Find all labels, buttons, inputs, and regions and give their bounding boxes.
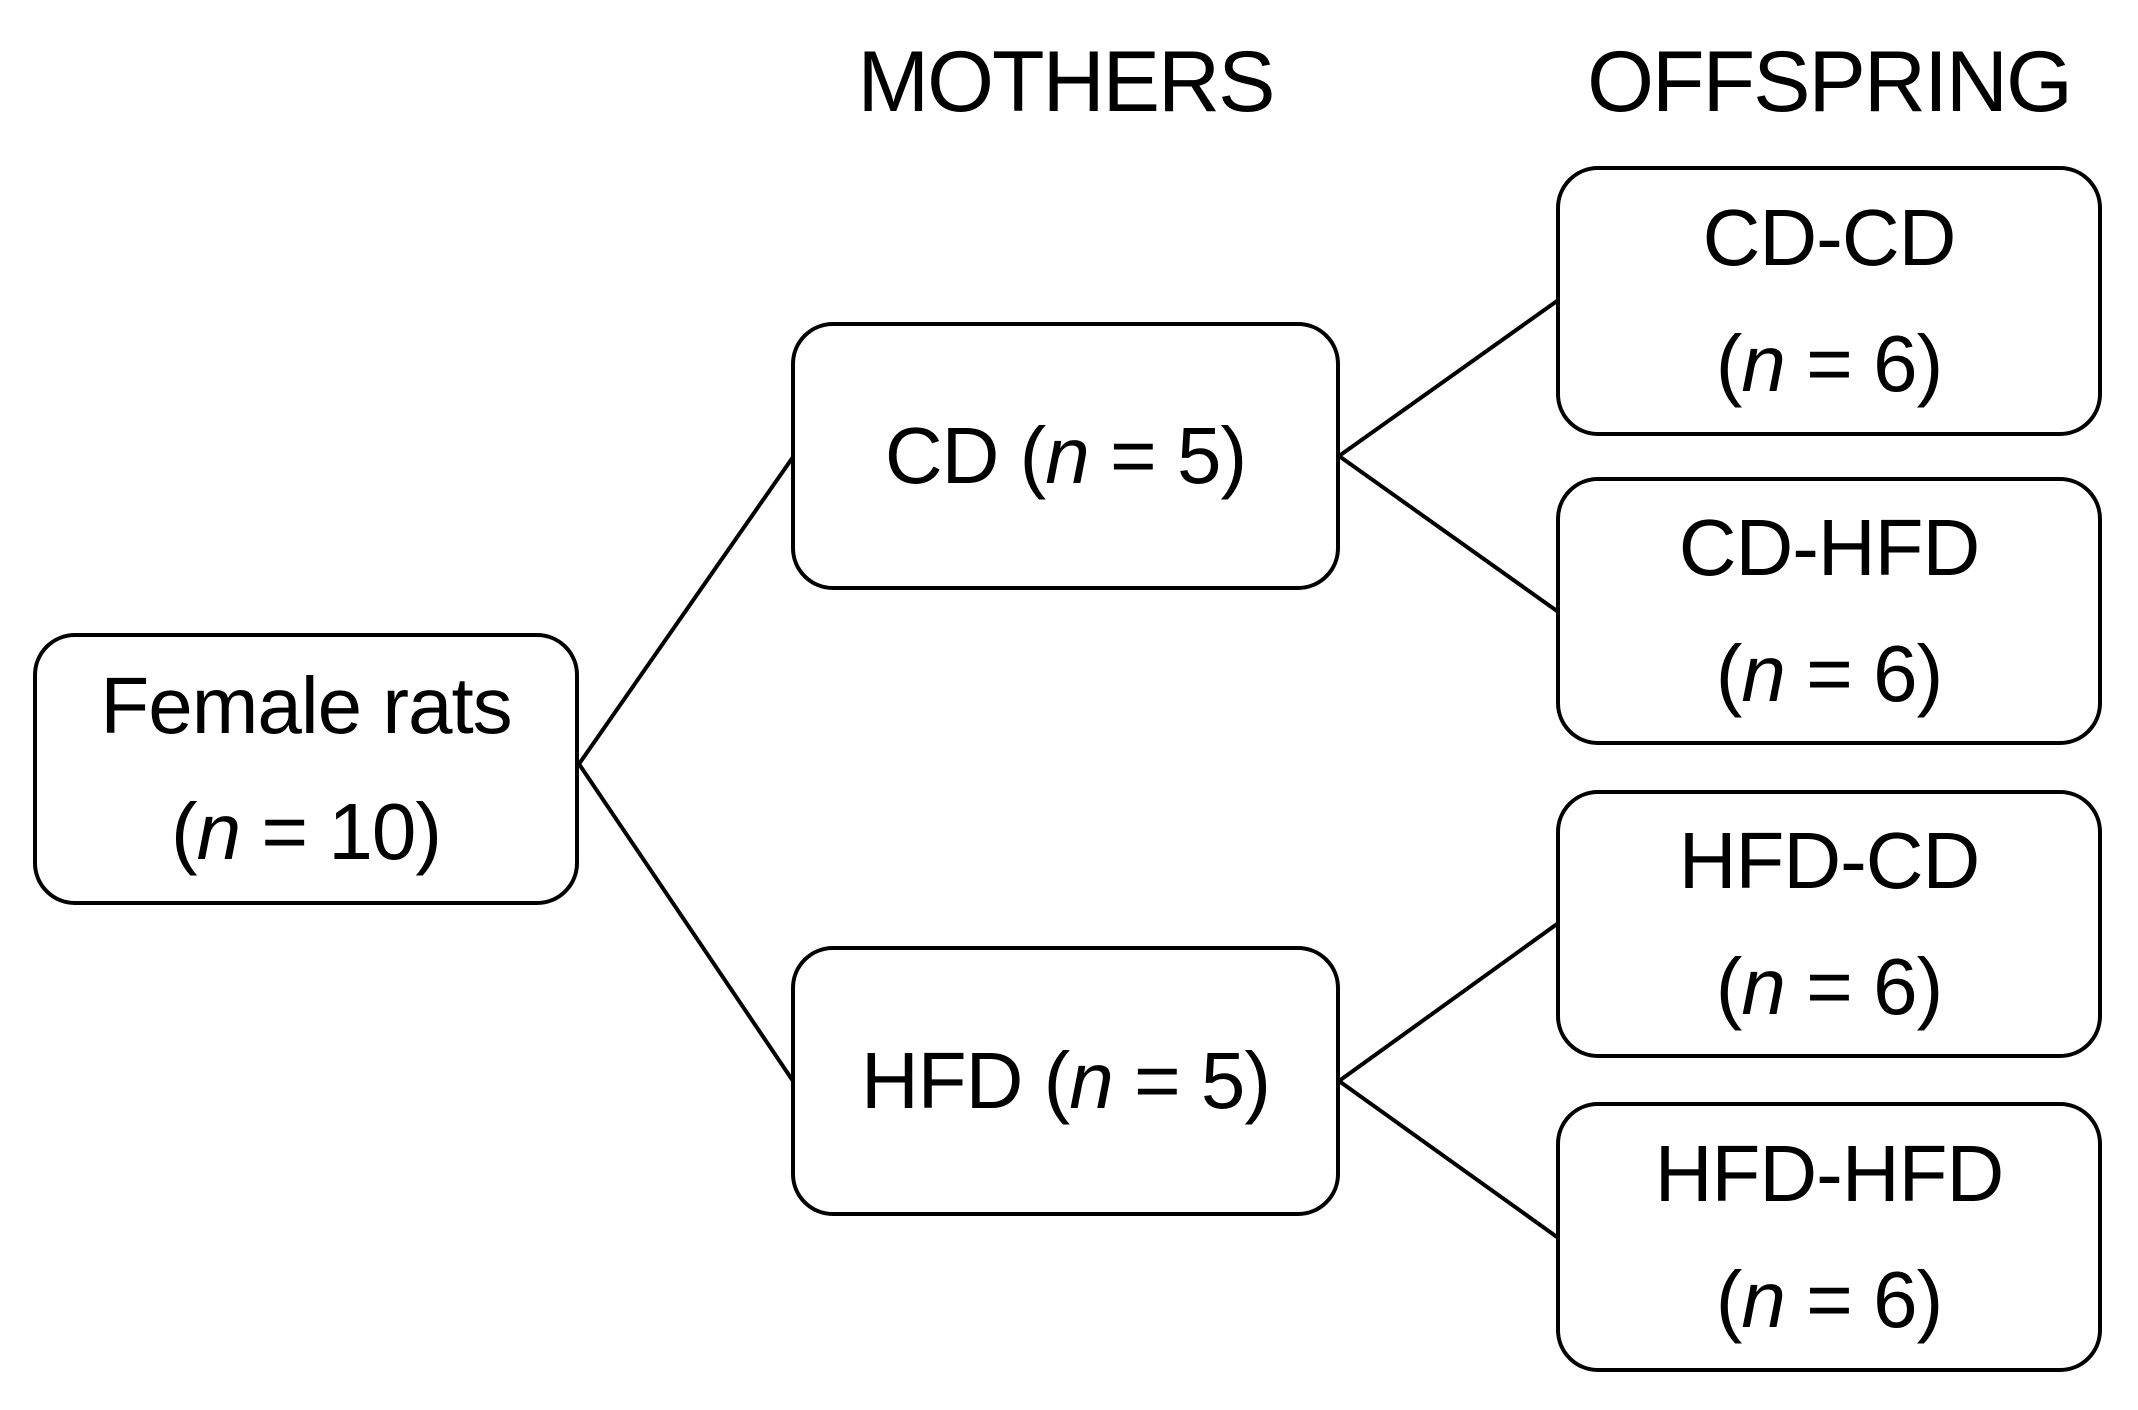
node-female-rats: Female rats (n = 10) <box>33 633 579 905</box>
node-offspring-hfd-hfd-label: HFD-HFD <box>1654 1128 2004 1218</box>
paren-open-text: ( <box>1715 1255 1743 1344</box>
connector-cd-to-cd-cd <box>1337 299 1559 458</box>
column-header-offspring: OFFSPRING <box>1587 34 2073 130</box>
paren-open-text: ( <box>1715 319 1743 408</box>
count-text: = 5) <box>1088 410 1247 500</box>
paren-open-text: ( <box>171 787 198 876</box>
n-symbol: n <box>1069 1035 1113 1125</box>
node-offspring-hfd-hfd: HFD-HFD (n = 6) <box>1556 1102 2102 1372</box>
count-text: = 6) <box>1784 629 1943 718</box>
connector-root-to-hfd <box>577 762 795 1083</box>
node-female-rats-count: (n = 10) <box>171 769 442 895</box>
node-mother-cd: CD (n = 5) <box>791 322 1340 590</box>
n-symbol: n <box>1045 410 1089 500</box>
n-symbol: n <box>1741 942 1785 1031</box>
node-offspring-hfd-hfd-count: (n = 6) <box>1715 1237 1943 1363</box>
node-mother-hfd: HFD (n = 5) <box>791 946 1340 1216</box>
connector-hfd-to-hfd-cd <box>1337 922 1559 1083</box>
count-text: = 5) <box>1112 1035 1271 1125</box>
n-symbol: n <box>1741 629 1785 718</box>
connector-hfd-to-hfd-hfd <box>1337 1079 1559 1239</box>
count-text: = 10) <box>240 787 442 876</box>
paren-open-text: ( <box>1715 629 1743 718</box>
n-symbol: n <box>1741 1255 1785 1344</box>
node-offspring-cd-hfd-label: CD-HFD <box>1678 502 1981 592</box>
node-mother-cd-label: CD (n = 5) <box>884 393 1247 519</box>
node-female-rats-label: Female rats <box>100 660 512 750</box>
node-offspring-cd-cd-label: CD-CD <box>1702 192 1957 282</box>
node-offspring-hfd-cd: HFD-CD (n = 6) <box>1556 790 2102 1058</box>
count-text: = 6) <box>1784 319 1943 408</box>
node-offspring-cd-hfd-count: (n = 6) <box>1715 611 1943 737</box>
count-text: = 6) <box>1784 942 1943 1031</box>
n-symbol: n <box>1741 319 1785 408</box>
n-symbol: n <box>196 787 241 876</box>
connector-root-to-cd <box>577 455 795 766</box>
node-offspring-cd-hfd: CD-HFD (n = 6) <box>1556 477 2102 745</box>
node-offspring-cd-cd: CD-CD (n = 6) <box>1556 166 2102 436</box>
label-text: HFD ( <box>860 1035 1070 1125</box>
node-offspring-hfd-cd-count: (n = 6) <box>1715 924 1943 1050</box>
node-offspring-cd-cd-count: (n = 6) <box>1715 301 1943 427</box>
count-text: = 6) <box>1784 1255 1943 1344</box>
column-header-mothers: MOTHERS <box>857 34 1276 130</box>
connector-cd-to-cd-hfd <box>1337 454 1559 613</box>
node-mother-hfd-label: HFD (n = 5) <box>860 1018 1271 1144</box>
node-offspring-hfd-cd-label: HFD-CD <box>1678 815 1981 905</box>
paren-open-text: ( <box>1715 942 1743 1031</box>
label-text: CD ( <box>884 410 1046 500</box>
